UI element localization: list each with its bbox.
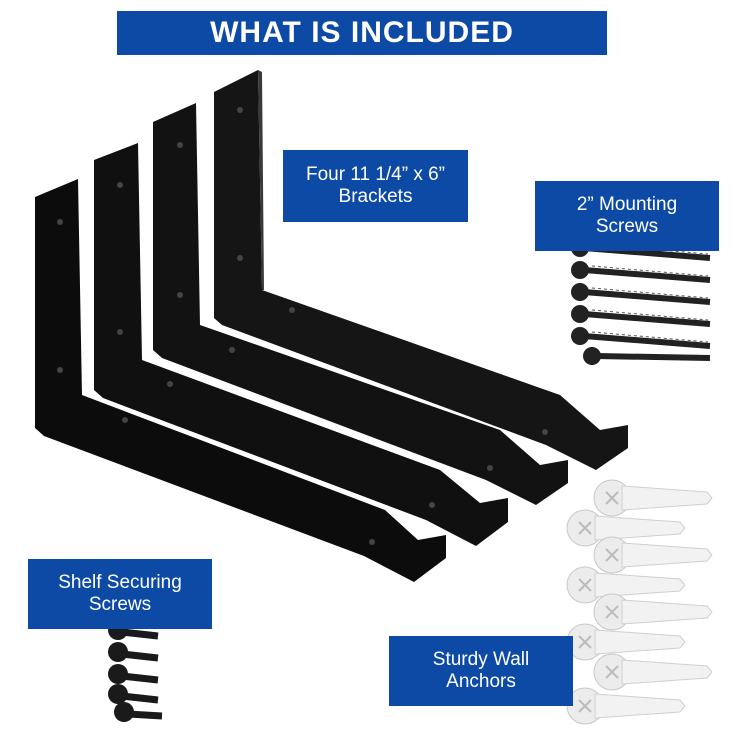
mounting-screws-label-line1: 2” Mounting	[576, 193, 678, 215]
banner-title-text: WHAT IS INCLUDED	[210, 16, 514, 50]
mounting-screws-label: 2” Mounting Screws	[535, 181, 719, 251]
wall-anchors	[566, 479, 713, 725]
brackets-label-line1: Four 11 1/4” x 6”	[305, 163, 446, 185]
brackets-label: Four 11 1/4” x 6” Brackets	[283, 150, 468, 222]
bracket-2	[94, 143, 508, 546]
banner-title: WHAT IS INCLUDED	[117, 11, 607, 55]
shelf-screws-label-line2: Screws	[88, 594, 152, 615]
brackets-label-line2: Brackets	[338, 186, 413, 207]
bracket-3	[153, 103, 568, 505]
anchors-label: Sturdy Wall Anchors	[389, 636, 573, 706]
shelf-screws-label-line1: Shelf Securing	[58, 571, 182, 593]
bracket-4	[214, 70, 628, 470]
anchors-label-line2: Anchors	[446, 671, 516, 692]
mounting-screws	[571, 239, 711, 365]
shelf-screws	[108, 620, 163, 722]
bracket-1	[35, 179, 446, 582]
anchors-label-line1: Sturdy Wall	[432, 648, 530, 670]
mounting-screws-label-line2: Screws	[595, 216, 659, 237]
shelf-screws-label: Shelf Securing Screws	[28, 559, 212, 629]
